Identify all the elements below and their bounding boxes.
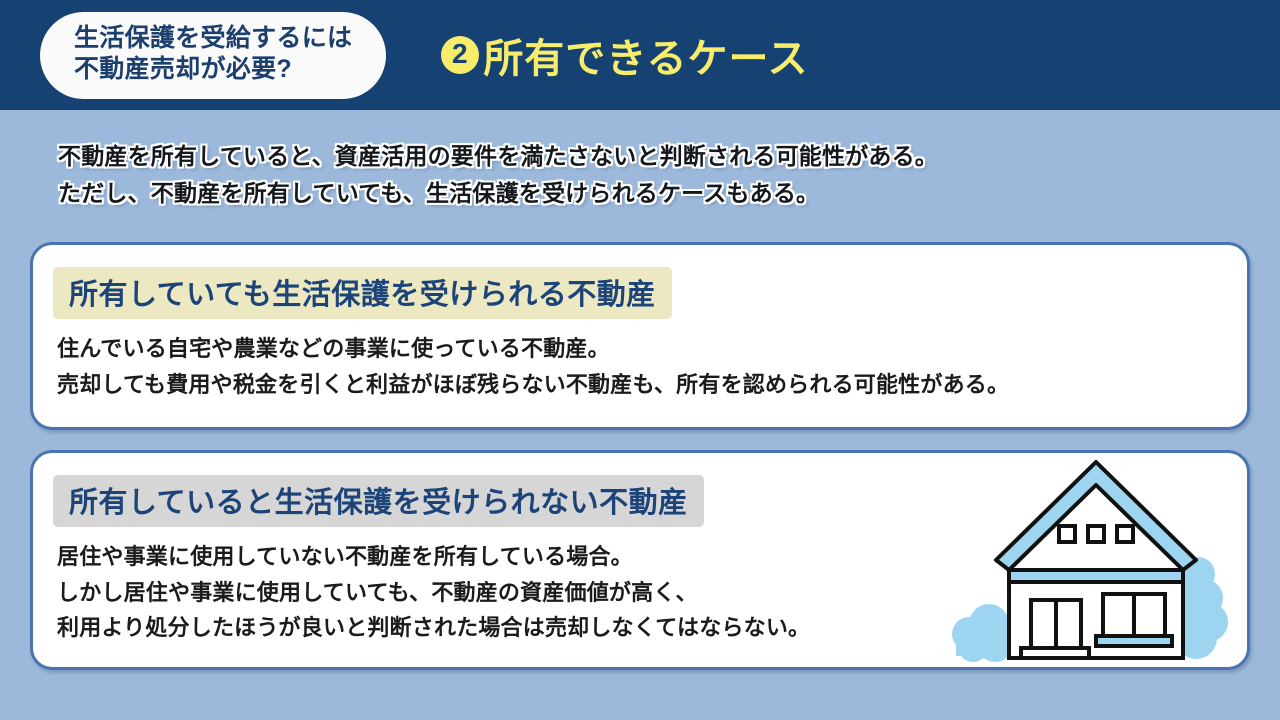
intro-line-1: 不動産を所有していると、資産活用の要件を満たさないと判断される可能性がある。 (58, 143, 938, 169)
card-2-line-3: 利用より処分したほうが良いと判断された場合は売却しなくてはならない。 (57, 615, 811, 641)
card-1-line-1: 住んでいる自宅や農業などの事業に使っている不動産。 (57, 336, 610, 361)
header-question-pill: 生活保護を受給するには 不動産売却が必要? (40, 11, 387, 99)
page-title-text: 所有できるケース (483, 37, 809, 81)
card-ineligible-properties: 所有していると生活保護を受けられない不動産 居住や事業に使用していない不動産を所… (30, 450, 1250, 670)
intro-line-2: ただし、不動産を所有していても、生活保護を受けられるケースもある。 (58, 180, 820, 207)
card-eligible-properties: 所有していても生活保護を受けられる不動産 住んでいる自宅や農業などの事業に使って… (30, 242, 1250, 430)
header-pill-line-1: 生活保護を受給するには (74, 23, 353, 52)
card-1-heading: 所有していても生活保護を受けられる不動産 (53, 267, 672, 319)
section-number-badge: 2 (441, 36, 480, 74)
header-pill-line-2: 不動産売却が必要? (74, 55, 292, 83)
card-2-line-2: しかし居住や事業に使用していても、不動産の資産価値が高く、 (57, 579, 698, 605)
intro-paragraph: 不動産を所有していると、資産活用の要件を満たさないと判断される可能性がある。 た… (58, 138, 1238, 213)
page-header: 生活保護を受給するには 不動産売却が必要? 2 所有できるケース (0, 0, 1280, 110)
card-2-body: 居住や事業に使用していない不動産を所有している場合。 しかし居住や事業に使用して… (57, 539, 1247, 646)
card-2-line-1: 居住や事業に使用していない不動産を所有している場合。 (57, 544, 633, 569)
card-2-heading: 所有していると生活保護を受けられない不動産 (53, 475, 704, 527)
card-1-line-2: 売却しても費用や税金を引くと利益がほぼ残らない不動産も、所有を認められる可能性が… (57, 371, 1010, 397)
page-title: 2 所有できるケース (441, 26, 808, 84)
card-1-body: 住んでいる自宅や農業などの事業に使っている不動産。 売却しても費用や税金を引くと… (57, 331, 1247, 402)
